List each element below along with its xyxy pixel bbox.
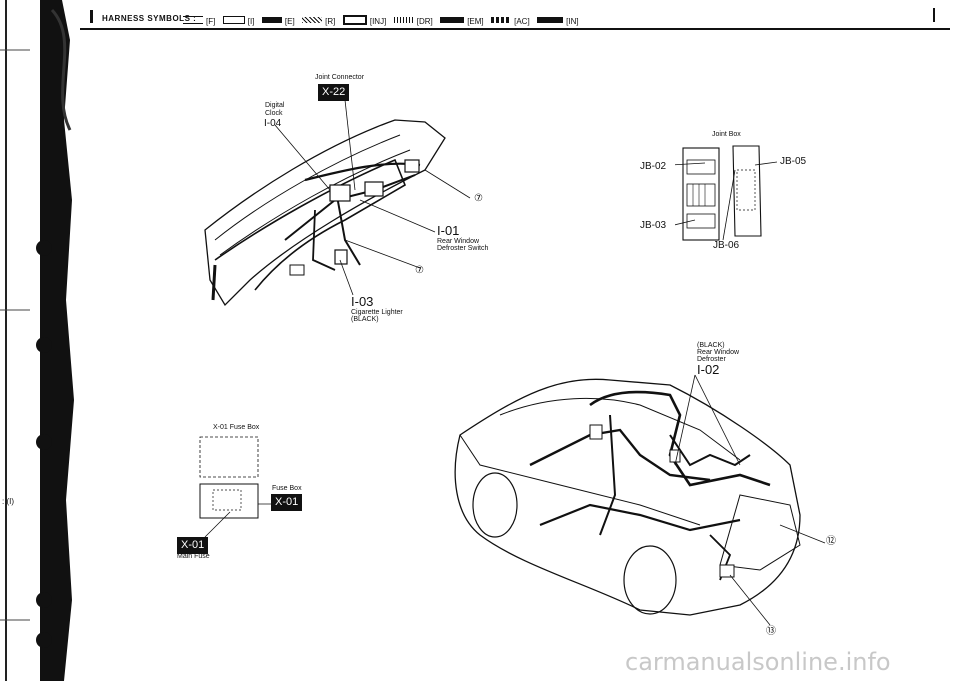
i02-code: I-02 [697,362,720,377]
main-fuse-label: Main Fuse [177,553,210,560]
symbol-em-label: [EM] [467,17,484,26]
i01-code: I-01 [437,223,460,238]
jb03-label: JB-03 [640,220,667,231]
harness-symbols-header: HARNESS SYMBOLS : [F] [I] [E] [R] [INJ] … [80,6,950,30]
symbol-r-label: [R] [325,17,336,26]
symbol-inj-swatch [342,14,367,25]
dashboard-diagram [195,90,485,320]
symbol-in-swatch [537,16,564,23]
symbol-em-swatch [440,16,465,23]
symbol-e-label: [E] [284,17,295,26]
i04-code: I-04 [264,118,282,129]
digital-clock-label: Digital [265,102,285,109]
fuse-box-label: Fuse Box [272,485,302,492]
symbol-i-label: [I] [247,17,255,26]
margin-text: : (I) [2,497,14,506]
symbol-e-swatch [261,16,282,23]
i03-desc-1: Cigarette Lighter [351,309,403,316]
header-left-bar [90,10,93,23]
x01-tag: X-01 [271,494,303,511]
watermark: carmanualsonline.info [625,648,891,676]
symbol-ac-swatch [491,16,512,23]
circle-12: ⑫ [826,536,836,547]
jb06-label: JB-06 [713,240,740,251]
symbol-ac-label: [AC] [514,17,530,26]
black-label: (BLACK) [697,342,725,349]
joint-box-diagram [669,140,785,250]
symbol-legend: [F] [I] [E] [R] [INJ] [DR] [EM] [AC] [IN… [180,11,740,26]
jb02-label: JB-02 [640,161,667,172]
joint-box-title: Joint Box [712,131,741,138]
jb05-label: JB-05 [780,156,807,167]
circle-7-bottom: ⑦ [415,265,424,276]
symbol-f-label: [F] [206,17,216,26]
car-diagram [440,355,860,635]
defroster-label: Defroster [697,356,726,363]
x01-main-tag: X-01 [177,537,209,554]
symbol-i-swatch [222,15,245,24]
circle-7-top: ⑦ [474,193,483,204]
symbol-r-swatch [302,16,323,23]
i03-desc-2: (BLACK) [351,316,379,323]
i03-code: I-03 [351,294,374,309]
i01-desc-1: Rear Window [437,238,480,245]
header-right-bar [933,8,935,22]
rear-window-label: Rear Window [697,349,740,356]
symbol-in-label: [IN] [566,17,579,26]
header-title: HARNESS SYMBOLS : [102,14,197,23]
symbol-dr-label: [DR] [416,17,433,26]
x22-tag: X-22 [318,84,350,101]
joint-connector-label: Joint Connector [315,74,365,81]
circle-13: ⑬ [766,626,776,637]
symbol-dr-swatch [393,16,414,23]
digital-clock-label-2: Clock [265,110,283,117]
symbol-inj-label: [INJ] [369,17,387,26]
binding-spine [0,0,80,681]
symbol-f-swatch [183,15,203,24]
fuse-box-diagram [195,432,295,542]
x01-fuse-box-label: X-01 Fuse Box [213,424,260,431]
i01-desc-2: Defroster Switch [437,245,489,252]
